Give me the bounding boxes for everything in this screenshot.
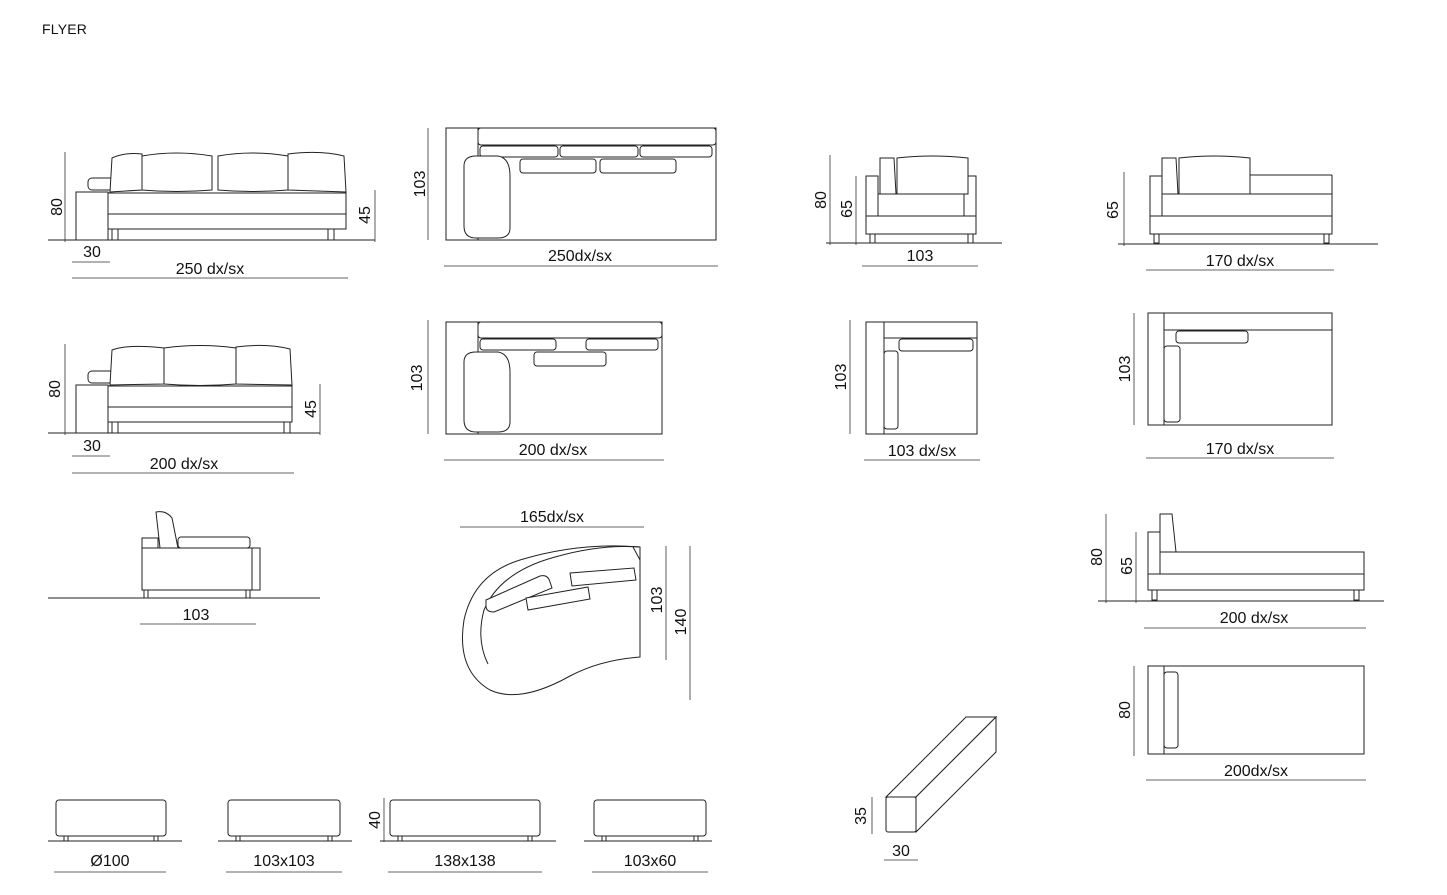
dim-width-165: 165dx/sx [520,509,584,526]
dim-height-40: 40 [367,811,384,829]
ottoman-103x60: 103x60 [624,853,677,870]
dim-height-80: 80 [49,198,66,216]
chaise-200-plan-view: 80 200dx/sx [1117,665,1366,781]
dim-height-65: 65 [1105,201,1122,219]
ottomans-row: Ø100 103x103 40 138x138 103x60 [48,798,712,873]
ottoman-round-100: Ø100 [90,853,129,870]
dim-arm-30: 30 [83,244,101,261]
dim-depth-103: 103 [649,587,666,614]
armchair-103-front-view: 80 65 103 [813,155,1002,267]
dim-width-30: 30 [892,843,910,860]
dim-depth-103-side: 103 [183,607,210,624]
dim-height-35: 35 [853,807,870,825]
dim-height-65: 65 [839,200,856,218]
dim-width-170-plan: 170 dx/sx [1206,441,1274,458]
dim-width-200: 200 dx/sx [150,456,218,473]
dim-depth-103: 103 [412,171,429,198]
dim-width-250: 250 dx/sx [176,261,244,278]
dim-width-200: 200 dx/sx [1220,610,1288,627]
ottoman-103x103: 103x103 [253,853,314,870]
dim-depth-103: 103 [1117,356,1134,383]
dim-width-103: 103 [907,248,934,265]
dim-width-80: 80 [1117,701,1134,719]
dim-height-80: 80 [813,191,830,209]
corner-103-plan-view: 103 103 dx/sx [833,320,980,461]
dim-length-200: 200dx/sx [1224,763,1288,780]
dim-width-103-corner: 103 dx/sx [888,443,956,460]
sofa-250-plan-view: 103 250dx/sx [412,127,718,267]
sofa-103-side-view: 103 [48,511,320,625]
sofa-250-front-view: 80 45 30 250 dx/sx [48,151,376,279]
dim-width-200-plan: 200 dx/sx [519,442,587,459]
bench-axonometric-view: 35 30 [853,715,998,861]
sofa-200-front-view: 80 45 30 200 dx/sx [47,344,321,474]
dim-width-250-plan: 250dx/sx [548,248,612,265]
dim-height-65: 65 [1119,557,1136,575]
dim-seat-45: 45 [357,206,374,224]
ottoman-138x138: 138x138 [434,853,495,870]
dim-depth-103: 103 [833,364,850,391]
dim-depth-103: 103 [409,365,426,392]
sofa-200-plan-view: 103 200 dx/sx [409,320,664,461]
chaise-170-plan-view: 103 170 dx/sx [1117,312,1334,459]
chaise-170-front-view: 65 170 dx/sx [1105,155,1378,271]
dim-height-80: 80 [47,380,64,398]
page-title: FLYER [42,21,88,37]
curved-chaise-165-plan-view: 165dx/sx 103 140 [460,509,691,700]
dim-seat-45: 45 [303,400,320,418]
dim-width-170: 170 dx/sx [1206,253,1274,270]
dim-arm-30: 30 [83,438,101,455]
chaise-200-front-view: 80 65 200 dx/sx [1089,513,1384,629]
dim-height-80: 80 [1089,548,1106,566]
dim-depth-140: 140 [673,609,690,636]
